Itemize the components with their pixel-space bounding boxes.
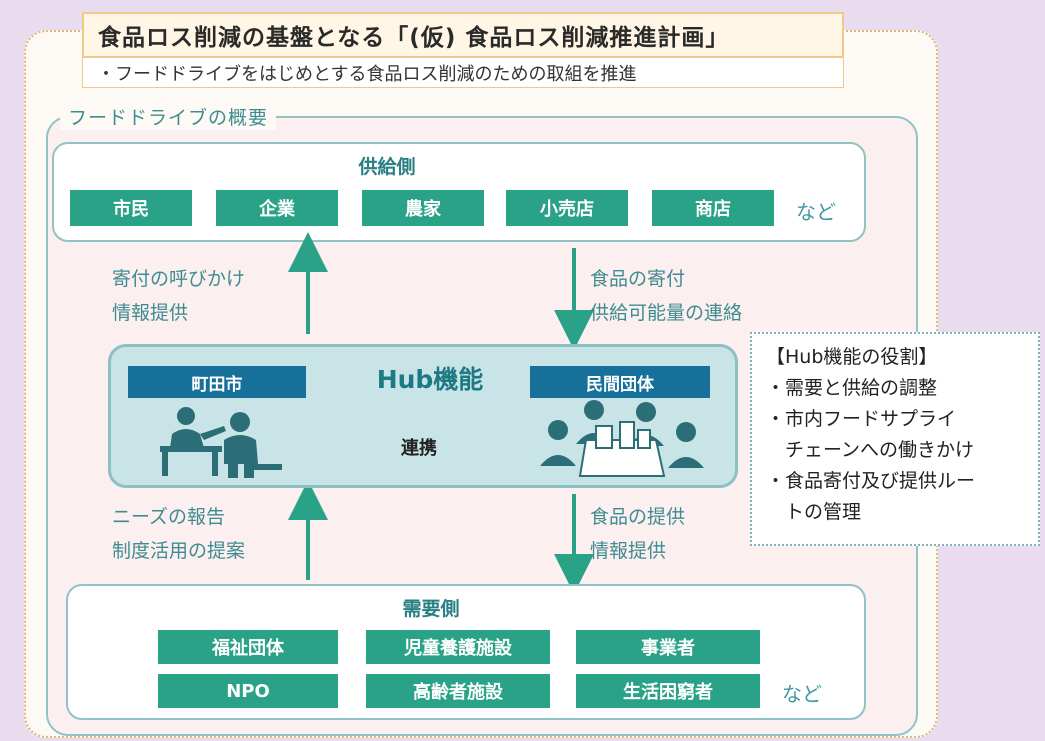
role-line: ・食品寄付及び提供ルー bbox=[766, 470, 976, 492]
demand-title: 需要側 bbox=[402, 598, 460, 620]
demand-item: 高齢者施設 bbox=[366, 674, 550, 708]
hub-role-box: 【Hub機能の役割】 ・需要と供給の調整 ・市内フードサプライ チェーンへの働き… bbox=[750, 332, 1040, 546]
group-with-food-box-icon bbox=[540, 400, 704, 477]
role-heading: 【Hub機能の役割】 bbox=[766, 346, 938, 368]
supply-item: 市民 bbox=[70, 190, 192, 226]
flow-left-upper: 寄付の呼びかけ 情報提供 bbox=[112, 262, 245, 330]
flow-text-line: 供給可能量の連絡 bbox=[590, 302, 743, 324]
demand-item: 事業者 bbox=[576, 630, 760, 664]
demand-etc: など bbox=[782, 682, 822, 706]
flow-left-lower: ニーズの報告 制度活用の提案 bbox=[112, 500, 245, 568]
private-org-label: 民間団体 bbox=[530, 366, 710, 398]
flow-right-lower: 食品の提供 情報提供 bbox=[590, 500, 685, 568]
supply-etc: など bbox=[796, 200, 836, 224]
supply-item: 農家 bbox=[362, 190, 484, 226]
supply-title: 供給側 bbox=[358, 156, 416, 178]
flow-text-line: 制度活用の提案 bbox=[112, 540, 246, 562]
diagram-title: 食品ロス削減の基盤となる「(仮) 食品ロス削減推進計画」 bbox=[82, 12, 844, 58]
demand-item: 児童養護施設 bbox=[366, 630, 550, 664]
flow-text-line: 情報提供 bbox=[590, 540, 667, 562]
supply-item: 企業 bbox=[216, 190, 338, 226]
demand-item: 福祉団体 bbox=[158, 630, 338, 664]
flow-text-line: ニーズの報告 bbox=[112, 506, 226, 528]
supply-item: 商店 bbox=[652, 190, 774, 226]
people-consulting-icon bbox=[160, 407, 282, 478]
flow-right-upper: 食品の寄付 供給可能量の連絡 bbox=[590, 262, 742, 330]
role-line: チェーンへの働きかけ bbox=[766, 439, 975, 461]
demand-item: NPO bbox=[158, 674, 338, 708]
flow-text-line: 食品の寄付 bbox=[590, 268, 686, 290]
hub-title: Hub機能 bbox=[376, 365, 484, 394]
demand-item: 生活困窮者 bbox=[576, 674, 760, 708]
diagram-subtitle: ・フードドライブをはじめとする食品ロス削減のための取組を推進 bbox=[82, 58, 844, 88]
flow-text-line: 情報提供 bbox=[112, 302, 189, 324]
role-line: ・需要と供給の調整 bbox=[766, 377, 938, 399]
role-line: ・市内フードサプライ bbox=[766, 408, 957, 430]
role-line: トの管理 bbox=[766, 501, 862, 523]
collab-label: 連携 bbox=[401, 438, 437, 459]
supply-item: 小売店 bbox=[506, 190, 628, 226]
flow-text-line: 食品の提供 bbox=[590, 506, 686, 528]
city-label: 町田市 bbox=[128, 366, 306, 398]
flow-text-line: 寄付の呼びかけ bbox=[112, 268, 246, 290]
overview-label: フードドライブの概要 bbox=[60, 103, 277, 130]
